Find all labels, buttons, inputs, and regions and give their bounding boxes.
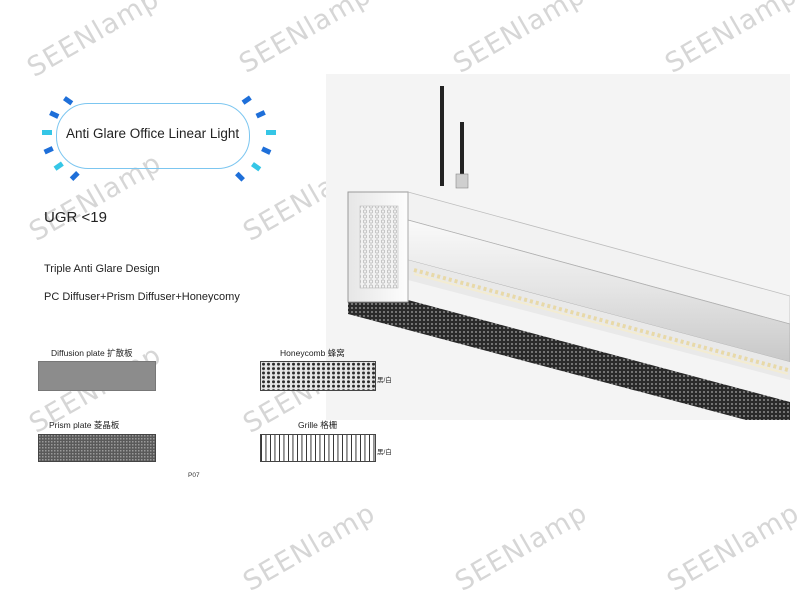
watermark: SEENlamp (450, 497, 593, 598)
page-number: P07 (188, 472, 200, 479)
prism-plate-swatch (38, 434, 156, 462)
ugr-rating: UGR <19 (44, 209, 107, 226)
watermark: SEENlamp (448, 0, 591, 80)
grille-swatch (260, 434, 376, 462)
prism-plate-label: Prism plate 菱晶板 (49, 420, 120, 430)
watermark: SEENlamp (660, 0, 800, 80)
product-title: Anti Glare Office Linear Light (66, 126, 240, 141)
watermark: SEENlamp (662, 497, 800, 598)
honeycomb-label: Honeycomb 蜂窝 (280, 348, 345, 358)
watermark: SEENlamp (22, 0, 165, 84)
design-line: Triple Anti Glare Design (44, 263, 160, 275)
product-photo (326, 74, 791, 420)
watermark: SEENlamp (234, 0, 377, 80)
honeycomb-swatch (260, 361, 376, 391)
diffusion-plate-label: Diffusion plate 扩散板 (51, 348, 133, 358)
diffusion-plate-swatch (38, 361, 156, 391)
linear-light-illustration (347, 86, 791, 420)
title-oval (56, 103, 250, 169)
sun-rays-icon (42, 95, 276, 182)
grille-color-note: 黑/白 (377, 449, 392, 456)
grille-label: Grille 格栅 (298, 420, 338, 430)
watermark: SEENlamp (238, 497, 381, 598)
honeycomb-color-note: 黑/白 (377, 377, 392, 384)
layers-line: PC Diffuser+Prism Diffuser+Honeycomy (44, 291, 240, 303)
